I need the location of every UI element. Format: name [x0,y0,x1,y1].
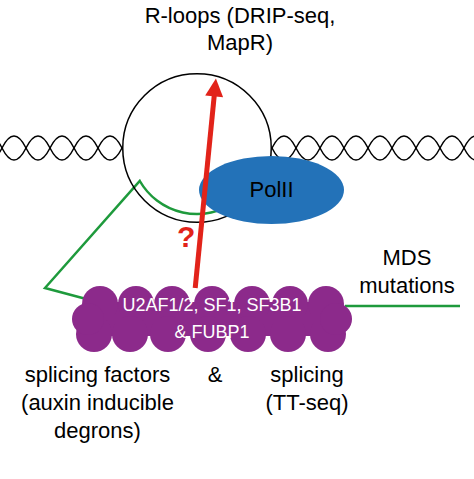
node-label: PolII [198,176,345,204]
edge-label: ? [177,222,195,252]
splicing-factor-cluster-outline [72,284,352,354]
node-label: R-loops (DRIP-seq, MapR) [135,2,345,56]
splicing-factor-cluster: U2AF1/2, SF1, SF3B1 & FUBP1 [72,284,352,354]
dna-strand [0,136,122,160]
annotation-text: splicing factors (auxin inducible degron… [5,361,190,445]
annotation-text: splicing (TT-seq) [252,361,362,417]
rna-strand [345,305,460,308]
conjunction-text: & [200,361,230,389]
node-label: U2AF1/2, SF1, SF3B1 & FUBP1 [118,292,306,346]
ellipse-shape [199,156,344,224]
cloud-lobe [72,303,104,335]
cloud-lobe [270,316,306,352]
dna-strand [272,136,474,160]
cloud-lobe [112,316,148,352]
dna-strand [272,136,474,160]
arrow-connector [195,95,214,288]
dna-strand [0,136,122,160]
annotation-text: MDS mutations [352,244,462,300]
polymerase-ellipse: PolII [198,155,345,225]
cloud-lobe [320,303,352,335]
